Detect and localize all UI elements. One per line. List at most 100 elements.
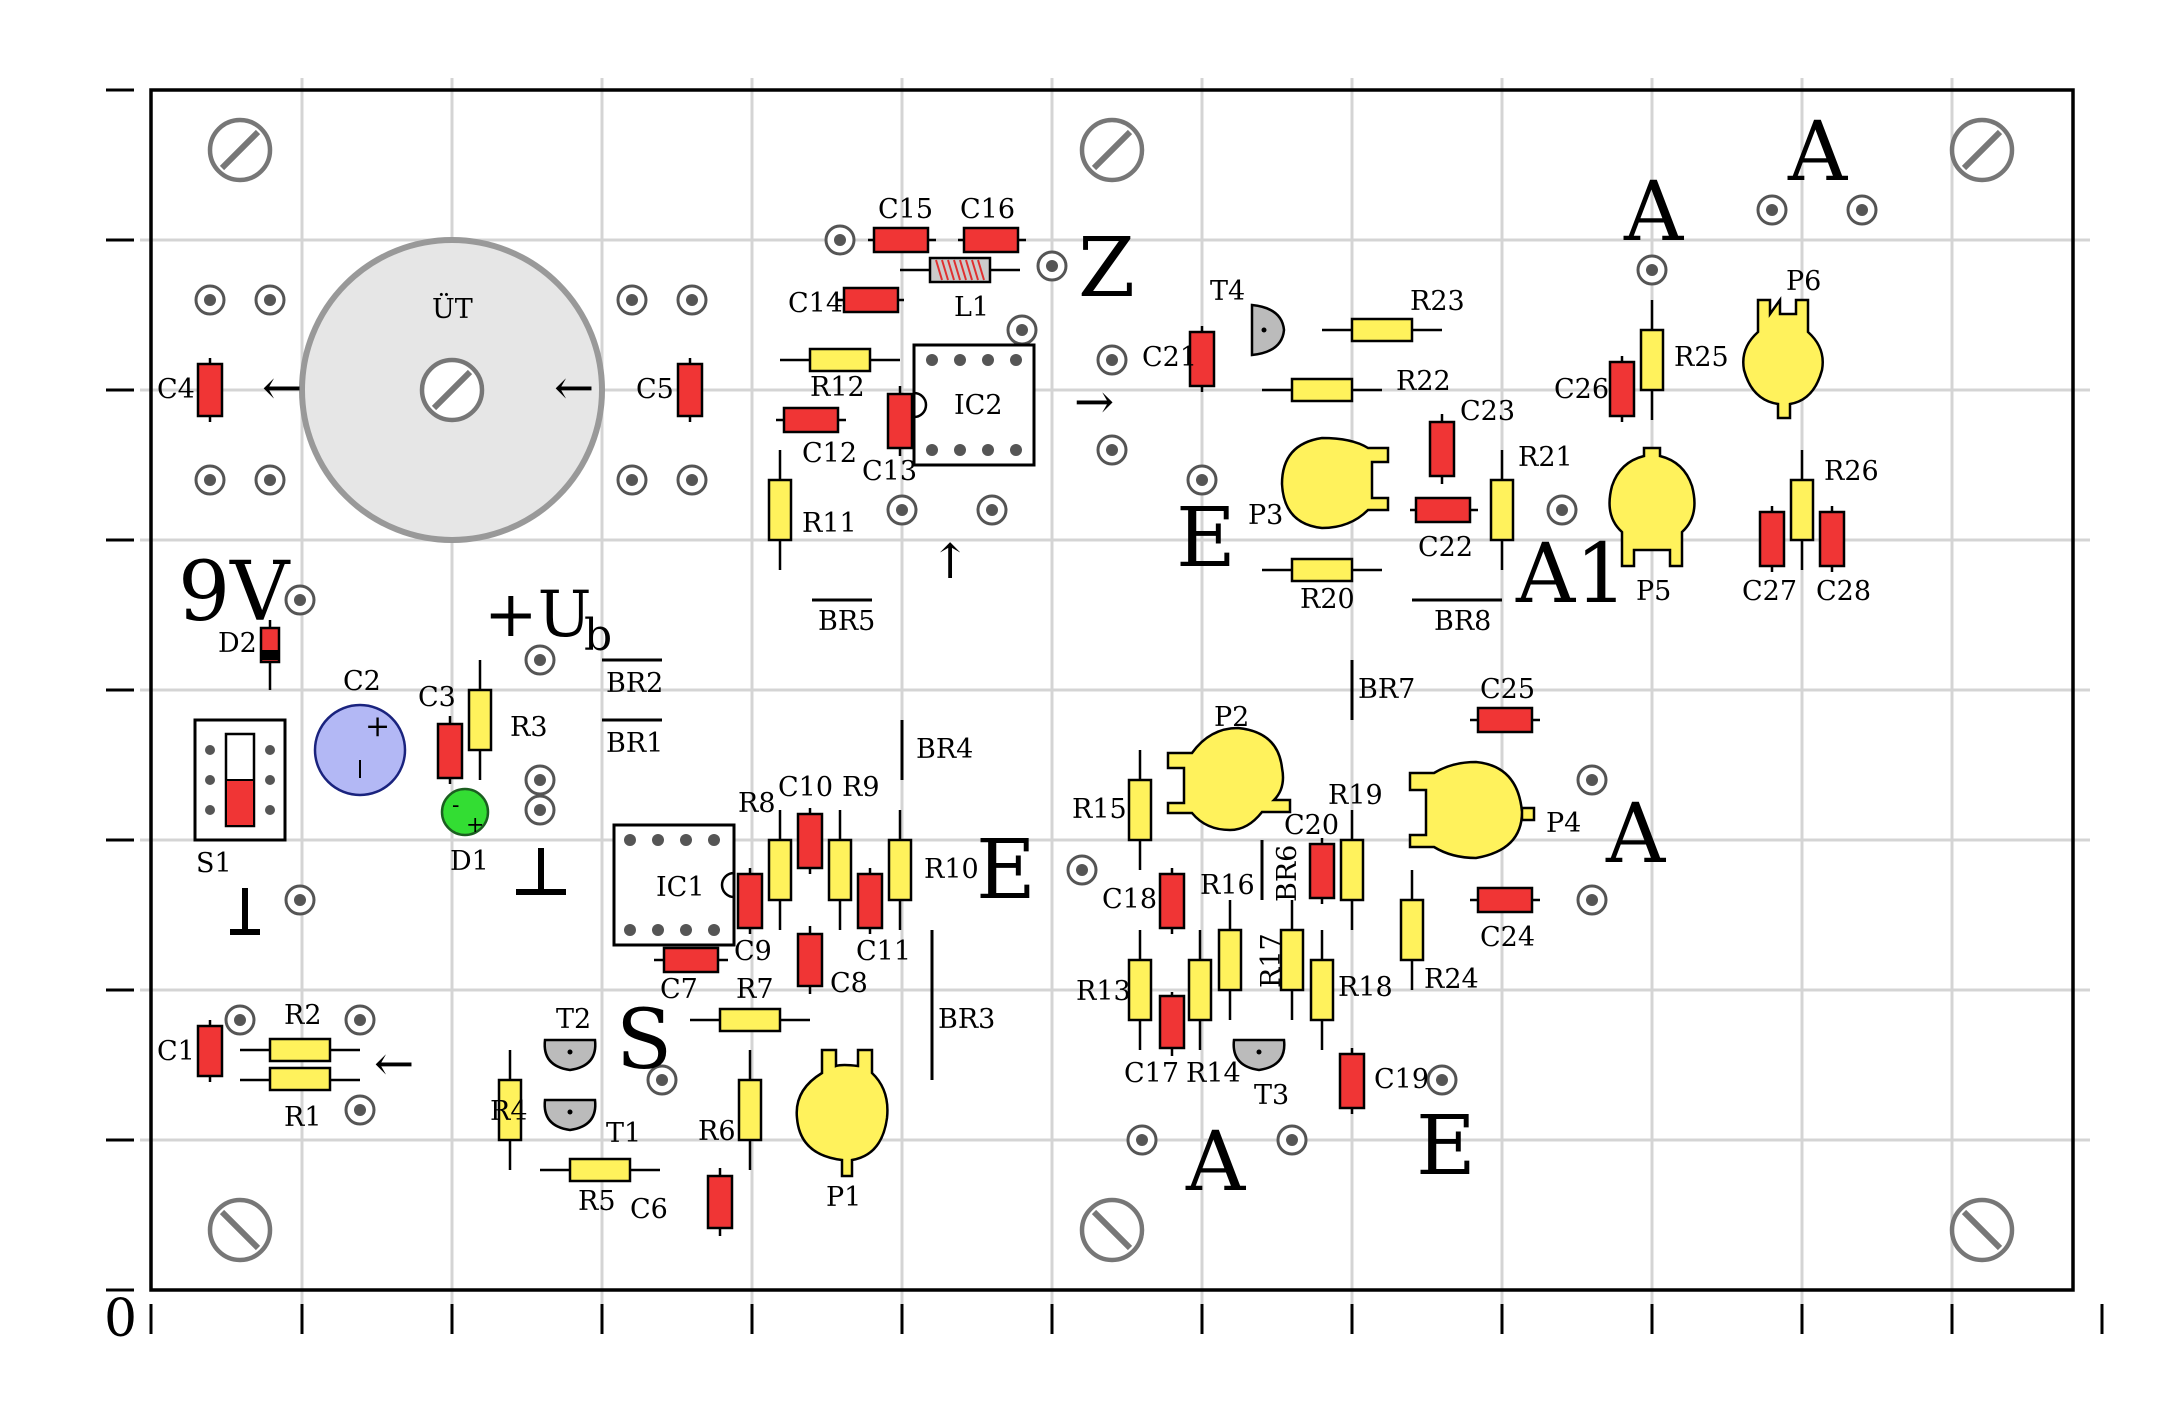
transistor-t3	[1232, 1038, 1286, 1072]
screw-tl	[207, 117, 273, 183]
label-ub-subscript: b	[584, 610, 612, 661]
label-r18: R18	[1338, 972, 1393, 1003]
cap-c7	[654, 946, 728, 974]
solder-pad	[1096, 434, 1128, 466]
cap-c24	[1470, 886, 1540, 914]
label-r21: R21	[1518, 442, 1573, 473]
led-d1: + -	[440, 787, 490, 838]
cap-c27	[1758, 506, 1786, 572]
label-a-bottom: A	[1185, 1115, 1247, 1210]
label-t4: T4	[1210, 276, 1245, 307]
label-ic2: IC2	[954, 390, 1003, 421]
trimmer-p5	[1608, 446, 1696, 568]
arrow-left-3: ←	[374, 1036, 414, 1092]
label-a1: A1	[1515, 527, 1627, 622]
screw-br	[1949, 1197, 2015, 1263]
label-l1: L1	[954, 292, 989, 323]
res-r10	[887, 810, 913, 930]
wire-bridges	[602, 598, 1502, 1080]
label-br3: BR3	[938, 1004, 995, 1035]
label-r23: R23	[1410, 286, 1465, 317]
cap-c10	[796, 808, 824, 874]
label-r19: R19	[1328, 780, 1383, 811]
label-r12: R12	[810, 372, 865, 403]
label-d1: D1	[450, 846, 489, 877]
label-c2: C2	[343, 666, 381, 697]
solder-pad	[676, 284, 708, 316]
label-a-top-right: A	[1787, 105, 1849, 200]
label-9v: 9V	[178, 545, 291, 640]
transformer-ut: ÜT	[299, 237, 605, 543]
label-r16: R16	[1200, 870, 1255, 901]
solder-pad	[1036, 250, 1068, 282]
label-z: Z	[1078, 221, 1135, 316]
solder-pad	[824, 224, 856, 256]
label-p3: P3	[1248, 500, 1283, 531]
solder-pad	[284, 884, 316, 916]
label-ic1: IC1	[656, 872, 705, 903]
solder-pad	[1276, 1124, 1308, 1156]
res-r22	[1262, 377, 1382, 403]
solder-pad	[646, 1064, 678, 1096]
screw-tr	[1949, 117, 2015, 183]
label-c20: C20	[1284, 810, 1339, 841]
cap-c16	[958, 226, 1026, 254]
label-c6: C6	[630, 1194, 668, 1225]
cap-c20	[1308, 838, 1336, 904]
res-r9	[827, 810, 853, 930]
res-r15	[1127, 750, 1153, 870]
label-r3: R3	[510, 712, 548, 743]
arrow-left-2: ←	[554, 360, 594, 416]
label-c5: C5	[636, 374, 674, 405]
label-a-top-left: A	[1623, 165, 1685, 260]
res-r19	[1339, 810, 1365, 930]
res-r11	[767, 450, 793, 570]
label-r1: R1	[284, 1102, 322, 1133]
label-r26: R26	[1824, 456, 1879, 487]
label-ut: ÜT	[432, 291, 473, 325]
ground-symbols	[230, 848, 566, 935]
label-r8: R8	[738, 788, 776, 819]
cap-c14	[836, 286, 904, 314]
trimmer-p3	[1280, 436, 1390, 530]
res-r20	[1262, 557, 1382, 583]
screw-tm	[1079, 117, 1145, 183]
label-t1: T1	[606, 1118, 641, 1149]
label-r13: R13	[1076, 976, 1131, 1007]
cap-c3	[436, 716, 464, 784]
arrow-left-1: ←	[262, 360, 302, 416]
inductor-l1	[900, 256, 1020, 284]
axis-ticks	[106, 88, 2104, 1334]
res-r18	[1309, 930, 1335, 1050]
cap-c1	[196, 1020, 224, 1082]
label-c15: C15	[878, 194, 933, 225]
cap-c4	[196, 358, 224, 422]
res-r4	[497, 1050, 523, 1170]
label-t3: T3	[1254, 1080, 1289, 1111]
label-br4: BR4	[916, 734, 973, 765]
transistor-t2	[543, 1038, 597, 1072]
label-e-top: E	[1176, 491, 1236, 586]
solder-pad	[1426, 1064, 1458, 1096]
res-r16	[1217, 900, 1243, 1020]
solder-pad	[976, 494, 1008, 526]
label-br5: BR5	[818, 606, 875, 637]
label-r10: R10	[924, 854, 979, 885]
trimmer-p6	[1742, 296, 1824, 420]
label-e-middle: E	[976, 823, 1036, 918]
label-c13: C13	[862, 456, 917, 487]
label-br1: BR1	[606, 728, 663, 759]
res-r3	[467, 660, 493, 780]
label-p6: P6	[1786, 266, 1821, 297]
label-c3: C3	[418, 682, 456, 713]
label-p5: P5	[1636, 576, 1671, 607]
diode-d2	[259, 620, 281, 690]
cap-c13	[886, 386, 914, 456]
label-a-middle: A	[1605, 787, 1667, 882]
solder-pad	[344, 1004, 376, 1036]
res-r5	[540, 1157, 660, 1183]
cap-c25	[1470, 706, 1540, 734]
solder-pad	[1126, 1124, 1158, 1156]
arrows: ← ← ← → ↑	[262, 360, 1114, 1092]
arrow-right-1: →	[1074, 374, 1114, 430]
